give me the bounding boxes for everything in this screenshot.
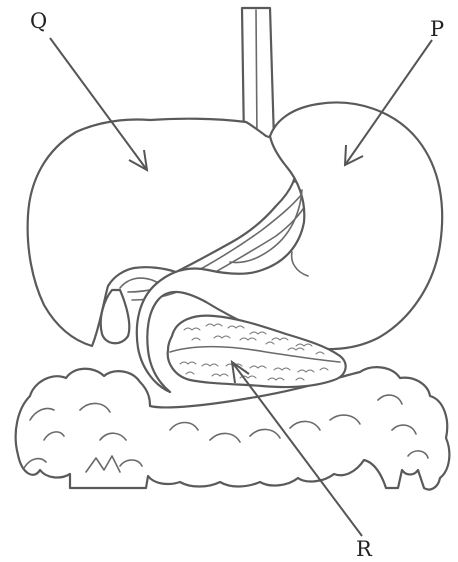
label-q: Q [30,9,47,33]
label-r: R [356,537,373,561]
label-p: P [430,17,444,41]
large-intestine [16,367,450,489]
large-intestine-outline [16,367,450,489]
